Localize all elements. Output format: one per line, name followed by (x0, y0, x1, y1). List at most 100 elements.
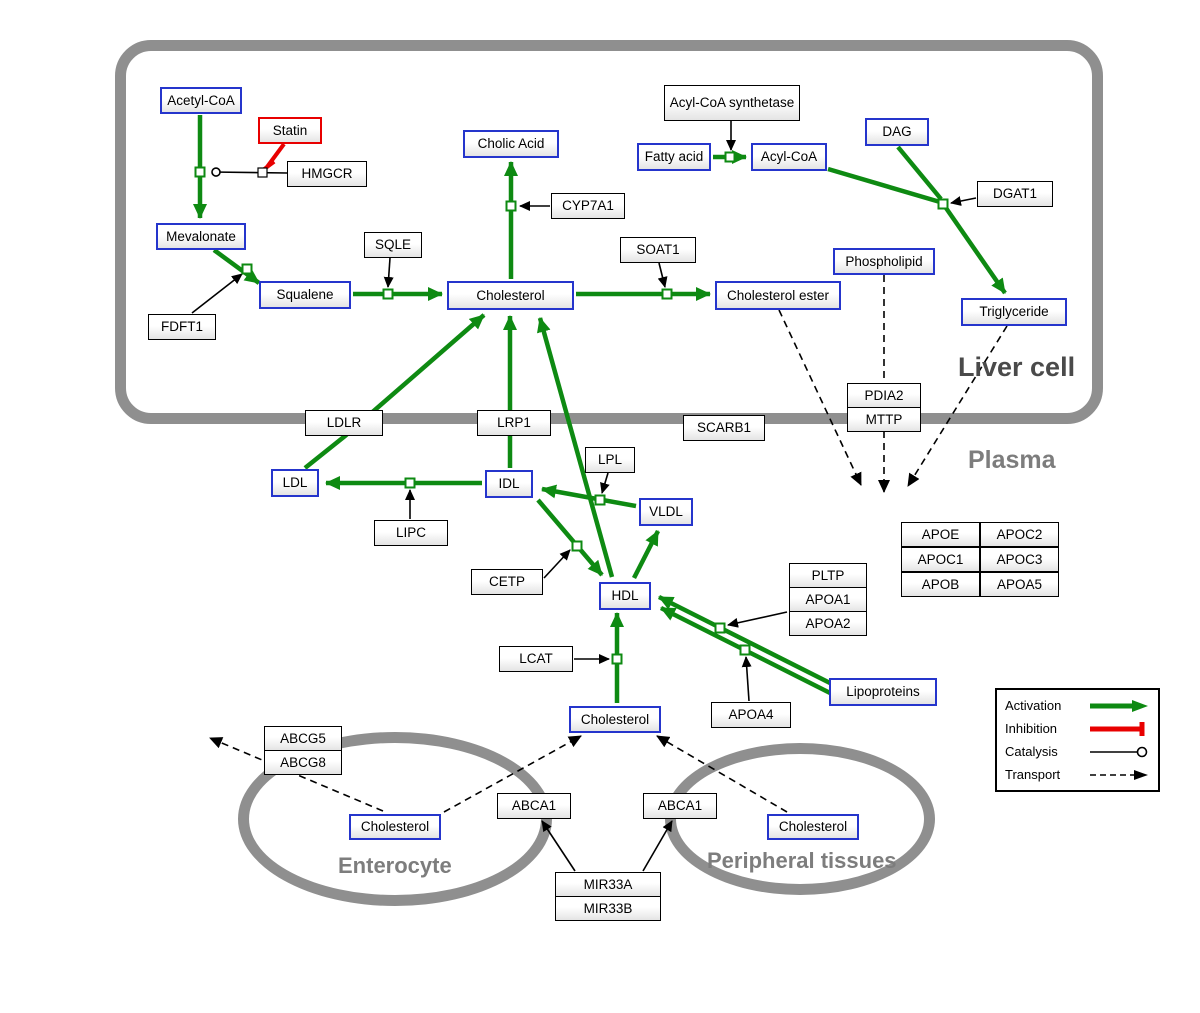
node-lipoproteins[interactable]: Lipoproteins (829, 678, 937, 706)
node-ldl[interactable]: LDL (271, 469, 319, 497)
node-lipc[interactable]: LIPC (374, 520, 448, 546)
node-mttp[interactable]: MTTP (847, 407, 921, 432)
edge-hdl-vldl (631, 529, 661, 580)
legend-row-catalysis: Catalysis (1005, 744, 1150, 760)
node-abcg8[interactable]: ABCG8 (264, 750, 342, 775)
node-scarb1[interactable]: SCARB1 (683, 415, 765, 441)
node-cholic-acid[interactable]: Cholic Acid (463, 130, 559, 158)
activation-arrow-icon (1090, 699, 1148, 712)
node-mevalonate[interactable]: Mevalonate (156, 223, 246, 250)
node-apoa1[interactable]: APOA1 (789, 587, 867, 612)
node-cholesterol-enterocyte[interactable]: Cholesterol (349, 814, 441, 840)
reaction-square (714, 622, 726, 634)
node-fatty-acid[interactable]: Fatty acid (637, 143, 711, 171)
edge-ldl-ldlr-cholesterol (303, 313, 486, 470)
node-lrp1[interactable]: LRP1 (477, 410, 551, 436)
apo-cell[interactable]: APOE (901, 522, 980, 547)
node-mir33b[interactable]: MIR33B (555, 896, 661, 921)
legend-activation-label: Activation (1005, 698, 1062, 713)
node-lpl[interactable]: LPL (585, 447, 635, 473)
edge-hdl-cholesterol (537, 317, 615, 578)
node-abcg5[interactable]: ABCG5 (264, 726, 342, 751)
apo-cell[interactable]: APOC1 (901, 547, 980, 572)
edge-cetp-catalysis (543, 549, 571, 579)
reaction-square (611, 653, 623, 665)
legend: Activation Inhibition Catalysis Transpor… (995, 688, 1160, 792)
node-dgat1[interactable]: DGAT1 (977, 181, 1053, 207)
reaction-square (382, 288, 394, 300)
edge-dgat1-catalysis (950, 196, 977, 206)
node-apoa4[interactable]: APOA4 (711, 702, 791, 728)
node-hmgcr[interactable]: HMGCR (287, 161, 367, 187)
reaction-square (241, 263, 253, 275)
legend-row-inhibition: Inhibition (1005, 721, 1150, 737)
node-cholesterol-liver[interactable]: Cholesterol (447, 281, 574, 310)
node-mir33a[interactable]: MIR33A (555, 872, 661, 897)
catalysis-circle-icon (1090, 746, 1148, 757)
node-hdl[interactable]: HDL (599, 582, 651, 610)
node-soat1[interactable]: SOAT1 (620, 237, 696, 263)
edge-dgat1-triglyceride (944, 206, 1007, 295)
reaction-square (404, 477, 416, 489)
node-pltp[interactable]: PLTP (789, 563, 867, 588)
edge-vldl-idl (541, 484, 637, 509)
liver-cell-label: Liver cell (958, 352, 1076, 382)
node-squalene[interactable]: Squalene (259, 281, 351, 309)
node-vldl[interactable]: VLDL (639, 498, 693, 526)
node-statin[interactable]: Statin (258, 117, 322, 144)
node-idl[interactable]: IDL (485, 470, 533, 498)
apo-table: APOE APOC2 APOC1 APOC3 APOB APOA5 (901, 522, 1059, 597)
apo-cell[interactable]: APOB (901, 572, 980, 597)
apo-cell[interactable]: APOC3 (980, 547, 1059, 572)
catalysis-edges (191, 121, 977, 872)
activation-edges (193, 115, 1007, 703)
node-cyp7a1[interactable]: CYP7A1 (551, 193, 625, 219)
edge-enterocyte-plasma-transport (443, 735, 582, 813)
edge-acylcoa-dgat1 (827, 166, 941, 205)
reaction-square (594, 494, 606, 506)
node-dag[interactable]: DAG (865, 118, 929, 146)
node-acetyl-coa[interactable]: Acetyl-CoA (160, 87, 242, 114)
node-acyl-coa[interactable]: Acyl-CoA (751, 143, 827, 171)
edge-mir33-abca1-left (541, 820, 576, 872)
reaction-square (505, 200, 517, 212)
node-cholesterol-peripheral[interactable]: Cholesterol (767, 814, 859, 840)
node-sqle[interactable]: SQLE (364, 232, 422, 258)
node-fdft1[interactable]: FDFT1 (148, 314, 216, 340)
edge-soat1-catalysis (657, 262, 668, 288)
peripheral-tissues-label: Peripheral tissues (707, 848, 897, 873)
node-cholesterol-plasma[interactable]: Cholesterol (569, 706, 661, 733)
node-pdia2[interactable]: PDIA2 (847, 383, 921, 408)
inhibition-tee-icon (1090, 721, 1145, 736)
node-lcat[interactable]: LCAT (499, 646, 573, 672)
node-abca1-left[interactable]: ABCA1 (497, 793, 571, 819)
edge-lpl-catalysis (600, 472, 610, 494)
node-abca1-right[interactable]: ABCA1 (643, 793, 717, 819)
edge-lipoproteins-hdl-upper (657, 594, 834, 687)
peripheral-tissues-membrane (665, 743, 935, 895)
apo-cell[interactable]: APOC2 (980, 522, 1059, 547)
edge-idl-cetp-hdl (536, 498, 604, 577)
edge-triglyceride-transport (907, 325, 1008, 487)
legend-transport-label: Transport (1005, 767, 1061, 782)
node-cholesterol-ester[interactable]: Cholesterol ester (715, 281, 841, 310)
edge-lipoproteins-hdl-lower (659, 605, 846, 703)
node-cetp[interactable]: CETP (471, 569, 543, 595)
reaction-square (194, 166, 206, 178)
plasma-label: Plasma (968, 446, 1056, 474)
reaction-square (661, 288, 673, 300)
edge-peripheral-plasma-transport (656, 735, 788, 813)
node-phospholipid[interactable]: Phospholipid (833, 248, 935, 275)
reaction-square (571, 540, 583, 552)
node-apoa2[interactable]: APOA2 (789, 611, 867, 636)
node-ldlr[interactable]: LDLR (305, 410, 383, 436)
edge-dag-dgat1 (896, 145, 943, 201)
apo-cell[interactable]: APOA5 (980, 572, 1059, 597)
reaction-square (937, 198, 949, 210)
edge-apoa4-catalysis (741, 656, 752, 702)
node-triglyceride[interactable]: Triglyceride (961, 298, 1067, 326)
enterocyte-label: Enterocyte (338, 853, 452, 878)
node-acyl-coa-synthetase[interactable]: Acyl-CoA synthetase (664, 85, 800, 121)
